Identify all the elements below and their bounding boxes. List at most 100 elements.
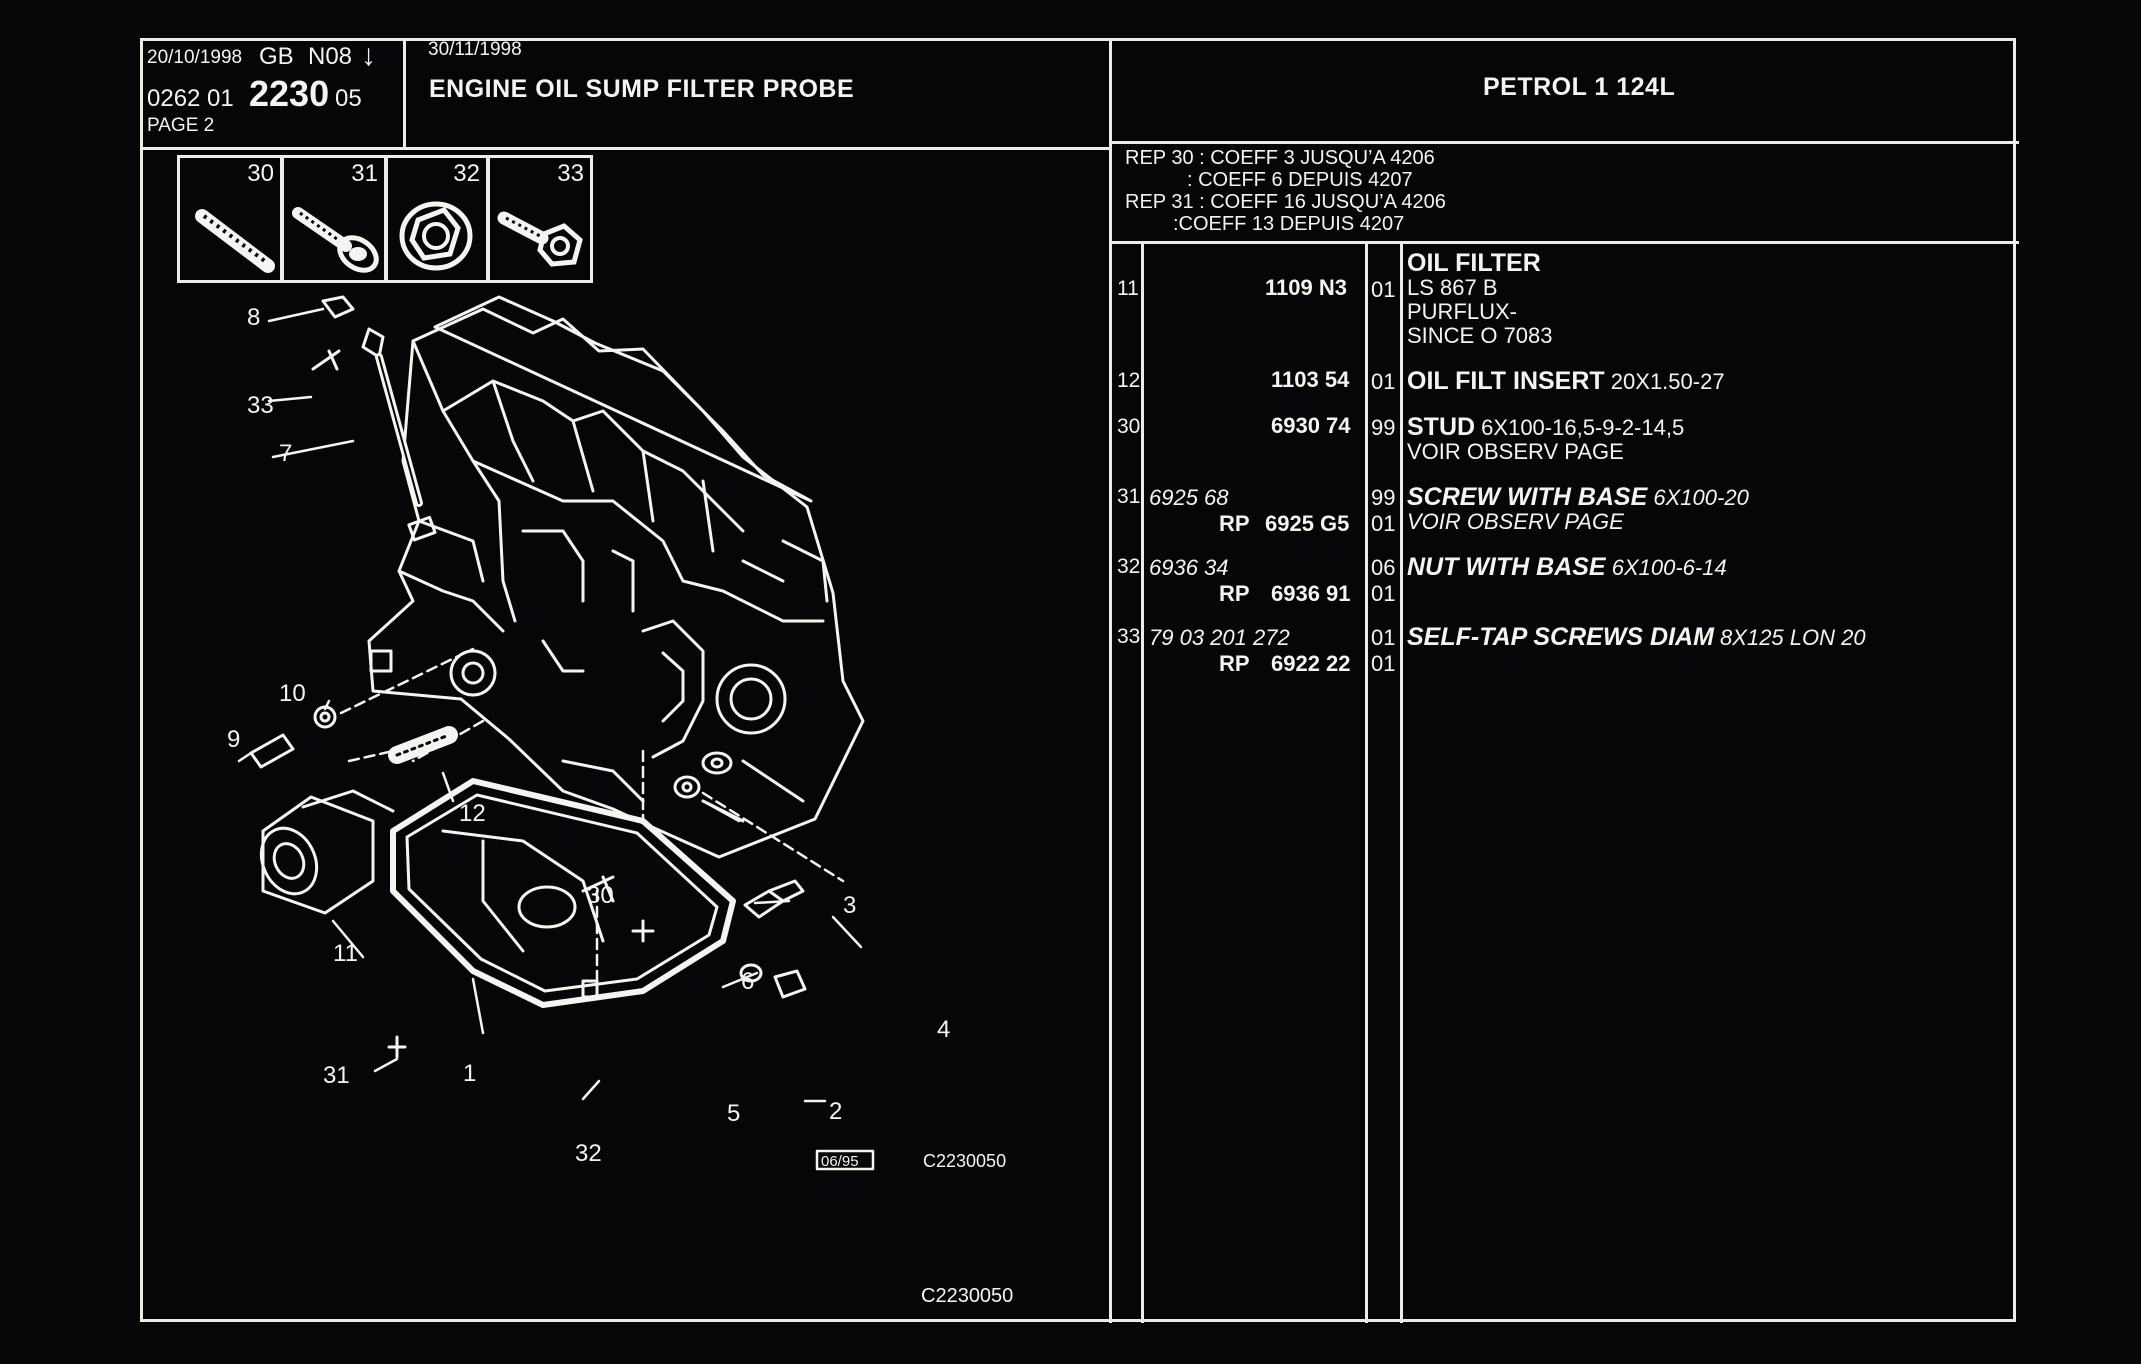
engine-label: PETROL 1 124L (1483, 73, 1676, 101)
rep-number: 32 (1117, 555, 1141, 578)
remark-line-1: REP 30 : COEFF 3 JUSQU’A 4206 (1125, 147, 1435, 169)
thumbnail-label: 33 (557, 160, 584, 187)
description-rest: 8X125 LON 20 (1713, 625, 1866, 650)
quantity: 99 (1371, 485, 1396, 510)
callout-label: 5 (727, 1100, 740, 1127)
part-ref: 1109 N3 (1265, 275, 1347, 300)
description-bold: STUD (1407, 413, 1476, 441)
self-tap-screw-icon (497, 211, 583, 267)
description-bold: SCREW WITH BASE (1407, 483, 1648, 511)
callout-label: 4 (937, 1016, 950, 1043)
header-ref-main: 2230 (249, 73, 330, 114)
quantity: 06 (1371, 555, 1396, 580)
dipstick-drawing (311, 295, 423, 507)
description-bold: SELF-TAP SCREWS DIAM (1407, 623, 1714, 651)
thumbnail-label: 30 (247, 160, 274, 187)
description-line: OIL FILTER (1407, 249, 1541, 277)
description-line: LS 867 B (1407, 275, 1498, 300)
rep-number: 33 (1117, 625, 1141, 648)
quantity: 99 (1371, 415, 1396, 440)
screw-with-base-icon (292, 207, 379, 273)
remark-line-2: : COEFF 6 DEPUIS 4207 (1187, 169, 1413, 191)
quantity: 01 (1371, 369, 1396, 394)
header-ref-prefix: 0262 01 (147, 85, 234, 112)
description-rest: 6X100-20 (1647, 485, 1749, 510)
stud-icon (195, 209, 275, 273)
fastener-marks (387, 919, 655, 1059)
part-ref: 6925 G5 (1265, 511, 1350, 536)
description-line: SELF-TAP SCREWS DIAM 8X125 LON 20 (1407, 623, 1866, 652)
header-model-code: N08 (308, 43, 353, 70)
oil-filter-drawing (259, 789, 395, 915)
parts-catalog-sheet: 20/10/1998 GB N08 ↓ 0262 01 2230 05 PAGE… (140, 38, 2019, 1323)
header-page-label: PAGE 2 (147, 115, 215, 136)
description-line: NUT WITH BASE 6X100-6-14 (1407, 553, 1727, 582)
description-line: SINCE O 7083 (1407, 323, 1553, 348)
header-ref-suffix: 05 (335, 85, 362, 112)
callout-label: 6 (741, 968, 754, 995)
oil-pressure-sensor-drawing (249, 705, 337, 769)
callout-label: 33 (247, 392, 274, 419)
down-arrow-icon: ↓ (361, 39, 376, 72)
quantity: 01 (1371, 511, 1396, 536)
quantity: 01 (1371, 277, 1396, 302)
thumbnail-label: 31 (351, 160, 378, 187)
replacement-prefix: RP (1219, 651, 1250, 676)
description-rest: 6X100-16,5-9-2-14,5 (1475, 415, 1685, 440)
description-line: OIL FILT INSERT 20X1.50-27 (1407, 367, 1725, 396)
description-line: STUD 6X100-16,5-9-2-14,5 (1407, 413, 1684, 442)
callout-label: 8 (247, 304, 260, 331)
filter-insert-drawing (388, 726, 458, 764)
callout-label: 31 (323, 1062, 350, 1089)
callout-label: 7 (279, 440, 292, 467)
replacement-prefix: RP (1219, 511, 1250, 536)
thumbnail-label: 32 (453, 160, 480, 187)
quantity: 01 (1371, 625, 1396, 650)
part-ref: 6930 74 (1271, 413, 1351, 438)
callout-label: 1 (463, 1060, 476, 1087)
description-line: VOIR OBSERV PAGE (1407, 439, 1624, 464)
main-vertical-divider (1109, 41, 1112, 1323)
description-line: SCREW WITH BASE 6X100-20 (1407, 483, 1749, 512)
header-date-right: 30/11/1998 (428, 39, 522, 60)
header-bottom-left (143, 147, 1111, 150)
header-date-left: 20/10/1998 (147, 47, 243, 68)
description-line: VOIR OBSERV PAGE (1407, 509, 1624, 534)
exploded-engine-diagram: 8 33 7 9 10 12 11 30 3 6 4 31 1 5 2 32 0… (227, 295, 1006, 1171)
callout-label: 32 (575, 1140, 602, 1167)
thumbnail-33[interactable]: 33 (487, 155, 593, 283)
description-rest: 20X1.50-27 (1604, 369, 1725, 394)
description-line: PURFLUX- (1407, 299, 1518, 324)
callout-label: 12 (459, 800, 486, 827)
col-rule-rep (1141, 243, 1144, 1323)
page-title: ENGINE OIL SUMP FILTER PROBE (429, 75, 855, 103)
callout-leaders (237, 307, 863, 1103)
remark-line-3: REP 31 : COEFF 16 JUSQU’A 4206 (1125, 191, 1446, 213)
remark-line-4: :COEFF 13 DEPUIS 4207 (1173, 213, 1405, 235)
part-ref: 6922 22 (1271, 651, 1351, 676)
col-rule-qty (1400, 243, 1403, 1323)
callout-label: 3 (843, 892, 856, 919)
quantity: 01 (1371, 651, 1396, 676)
description-rest: 6X100-6-14 (1605, 555, 1727, 580)
part-ref: 6936 91 (1271, 581, 1351, 606)
original-part-ref: 79 03 201 272 (1149, 625, 1290, 650)
diagram-ref-code: C2230050 (923, 1151, 1006, 1171)
rep-number: 11 (1117, 277, 1139, 300)
rep-number: 31 (1117, 485, 1141, 508)
description-bold: OIL FILT INSERT (1407, 367, 1605, 395)
rep-number: 12 (1117, 369, 1141, 392)
callout-label: 10 (279, 680, 306, 707)
header-lang-code: GB (259, 43, 294, 70)
callout-label: 2 (829, 1098, 842, 1125)
assembly-leader-lines (339, 647, 845, 987)
callout-label: 9 (227, 726, 240, 753)
original-part-ref: 6936 34 (1149, 555, 1229, 580)
revision-stamp: 06/95 (821, 1153, 859, 1170)
description-bold: NUT WITH BASE (1407, 553, 1606, 581)
thumbnail-32[interactable]: 32 (385, 155, 489, 283)
part-ref: 1103 54 (1271, 367, 1350, 392)
engine-block-drawing (367, 295, 865, 859)
header-bottom-right (1109, 141, 2019, 144)
col-rule-ref (1365, 243, 1368, 1323)
